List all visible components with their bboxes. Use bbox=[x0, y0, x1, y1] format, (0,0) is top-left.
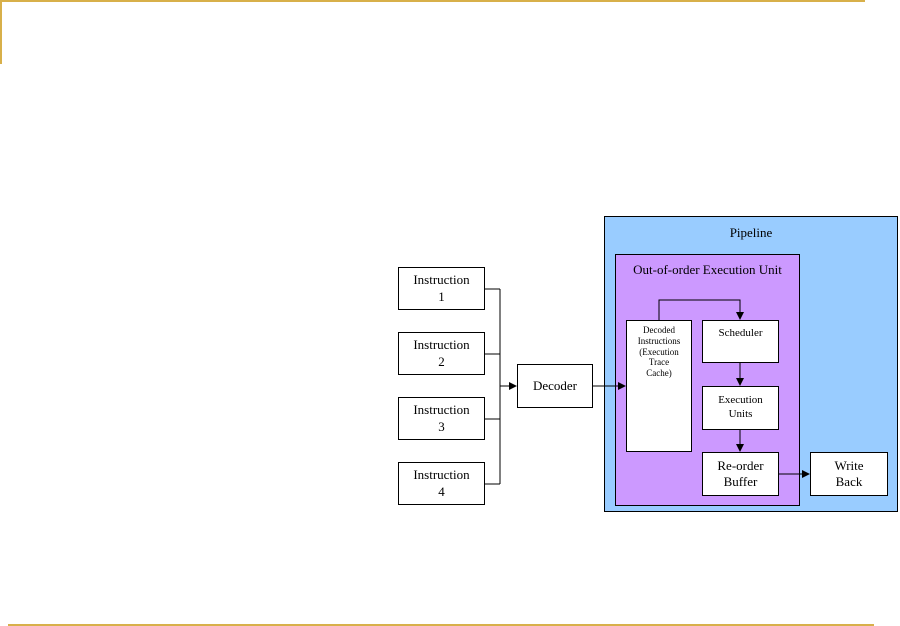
execution-units-box: Execution Units bbox=[702, 386, 779, 430]
ooo-execution-unit-label: Out-of-order Execution Unit bbox=[633, 262, 782, 277]
write-back-box: Write Back bbox=[810, 452, 888, 496]
pipeline-label: Pipeline bbox=[729, 225, 773, 240]
cache-to-scheduler-arrow bbox=[658, 299, 744, 320]
instruction-2-label: Instruction 2 bbox=[413, 337, 470, 369]
instruction-3-label: Instruction 3 bbox=[413, 402, 470, 434]
decoded-instructions-label: Decoded Instructions (Execution Trace Ca… bbox=[637, 325, 681, 379]
decoder-label: Decoder bbox=[532, 377, 578, 393]
instruction-1-label: Instruction 1 bbox=[413, 272, 470, 304]
instruction-4-box: Instruction 4 bbox=[398, 462, 485, 505]
scheduler-label: Scheduler bbox=[718, 327, 763, 339]
footer-rule bbox=[8, 624, 874, 626]
scheduler-box: Scheduler bbox=[702, 320, 779, 363]
header-side-rule bbox=[0, 0, 2, 64]
instruction-4-label: Instruction 4 bbox=[413, 467, 470, 499]
decoded-instructions-box: Decoded Instructions (Execution Trace Ca… bbox=[626, 320, 692, 452]
instruction-3-box: Instruction 3 bbox=[398, 397, 485, 440]
execution-units-label: Execution Units bbox=[718, 394, 763, 420]
decoder-box: Decoder bbox=[517, 364, 593, 408]
reorder-buffer-box: Re-order Buffer bbox=[702, 452, 779, 496]
instruction-1-box: Instruction 1 bbox=[398, 267, 485, 310]
instruction-2-box: Instruction 2 bbox=[398, 332, 485, 375]
header-rule bbox=[0, 0, 865, 2]
reorder-buffer-label: Re-order Buffer bbox=[717, 457, 764, 489]
write-back-label: Write Back bbox=[834, 457, 864, 489]
